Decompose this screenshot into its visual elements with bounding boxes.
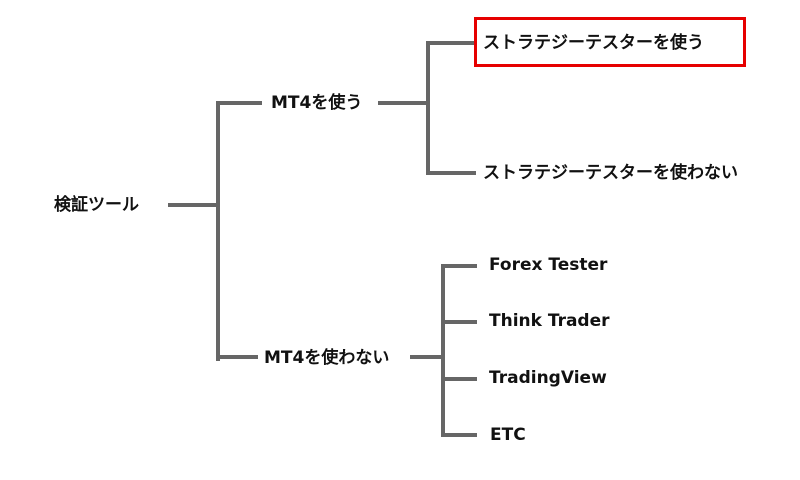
connector-line — [216, 101, 262, 105]
leaf-node-forex-tester: Forex Tester — [489, 255, 608, 275]
leaf-node-strategy-tester-use: ストラテジーテスターを使う — [483, 33, 704, 53]
connector-line — [216, 355, 258, 359]
connector-line — [426, 171, 476, 175]
connector-line — [441, 264, 445, 437]
branch-node-mt4-not-use: MT4を使わない — [264, 348, 390, 368]
connector-line — [378, 101, 430, 105]
leaf-node-think-trader: Think Trader — [489, 311, 610, 331]
leaf-node-tradingview: TradingView — [489, 368, 607, 388]
connector-line — [441, 264, 477, 268]
leaf-node-etc: ETC — [490, 425, 526, 445]
connector-line — [441, 433, 477, 437]
connector-line — [441, 320, 477, 324]
connector-line — [441, 377, 477, 381]
connector-line — [168, 203, 220, 207]
leaf-node-strategy-tester-not-use: ストラテジーテスターを使わない — [483, 163, 738, 183]
connector-line — [216, 101, 220, 361]
connector-line — [410, 355, 445, 359]
highlight-box — [474, 17, 746, 67]
connector-line — [426, 41, 476, 45]
connector-line — [426, 41, 430, 175]
root-node: 検証ツール — [54, 195, 139, 215]
branch-node-mt4-use: MT4を使う — [271, 93, 363, 113]
